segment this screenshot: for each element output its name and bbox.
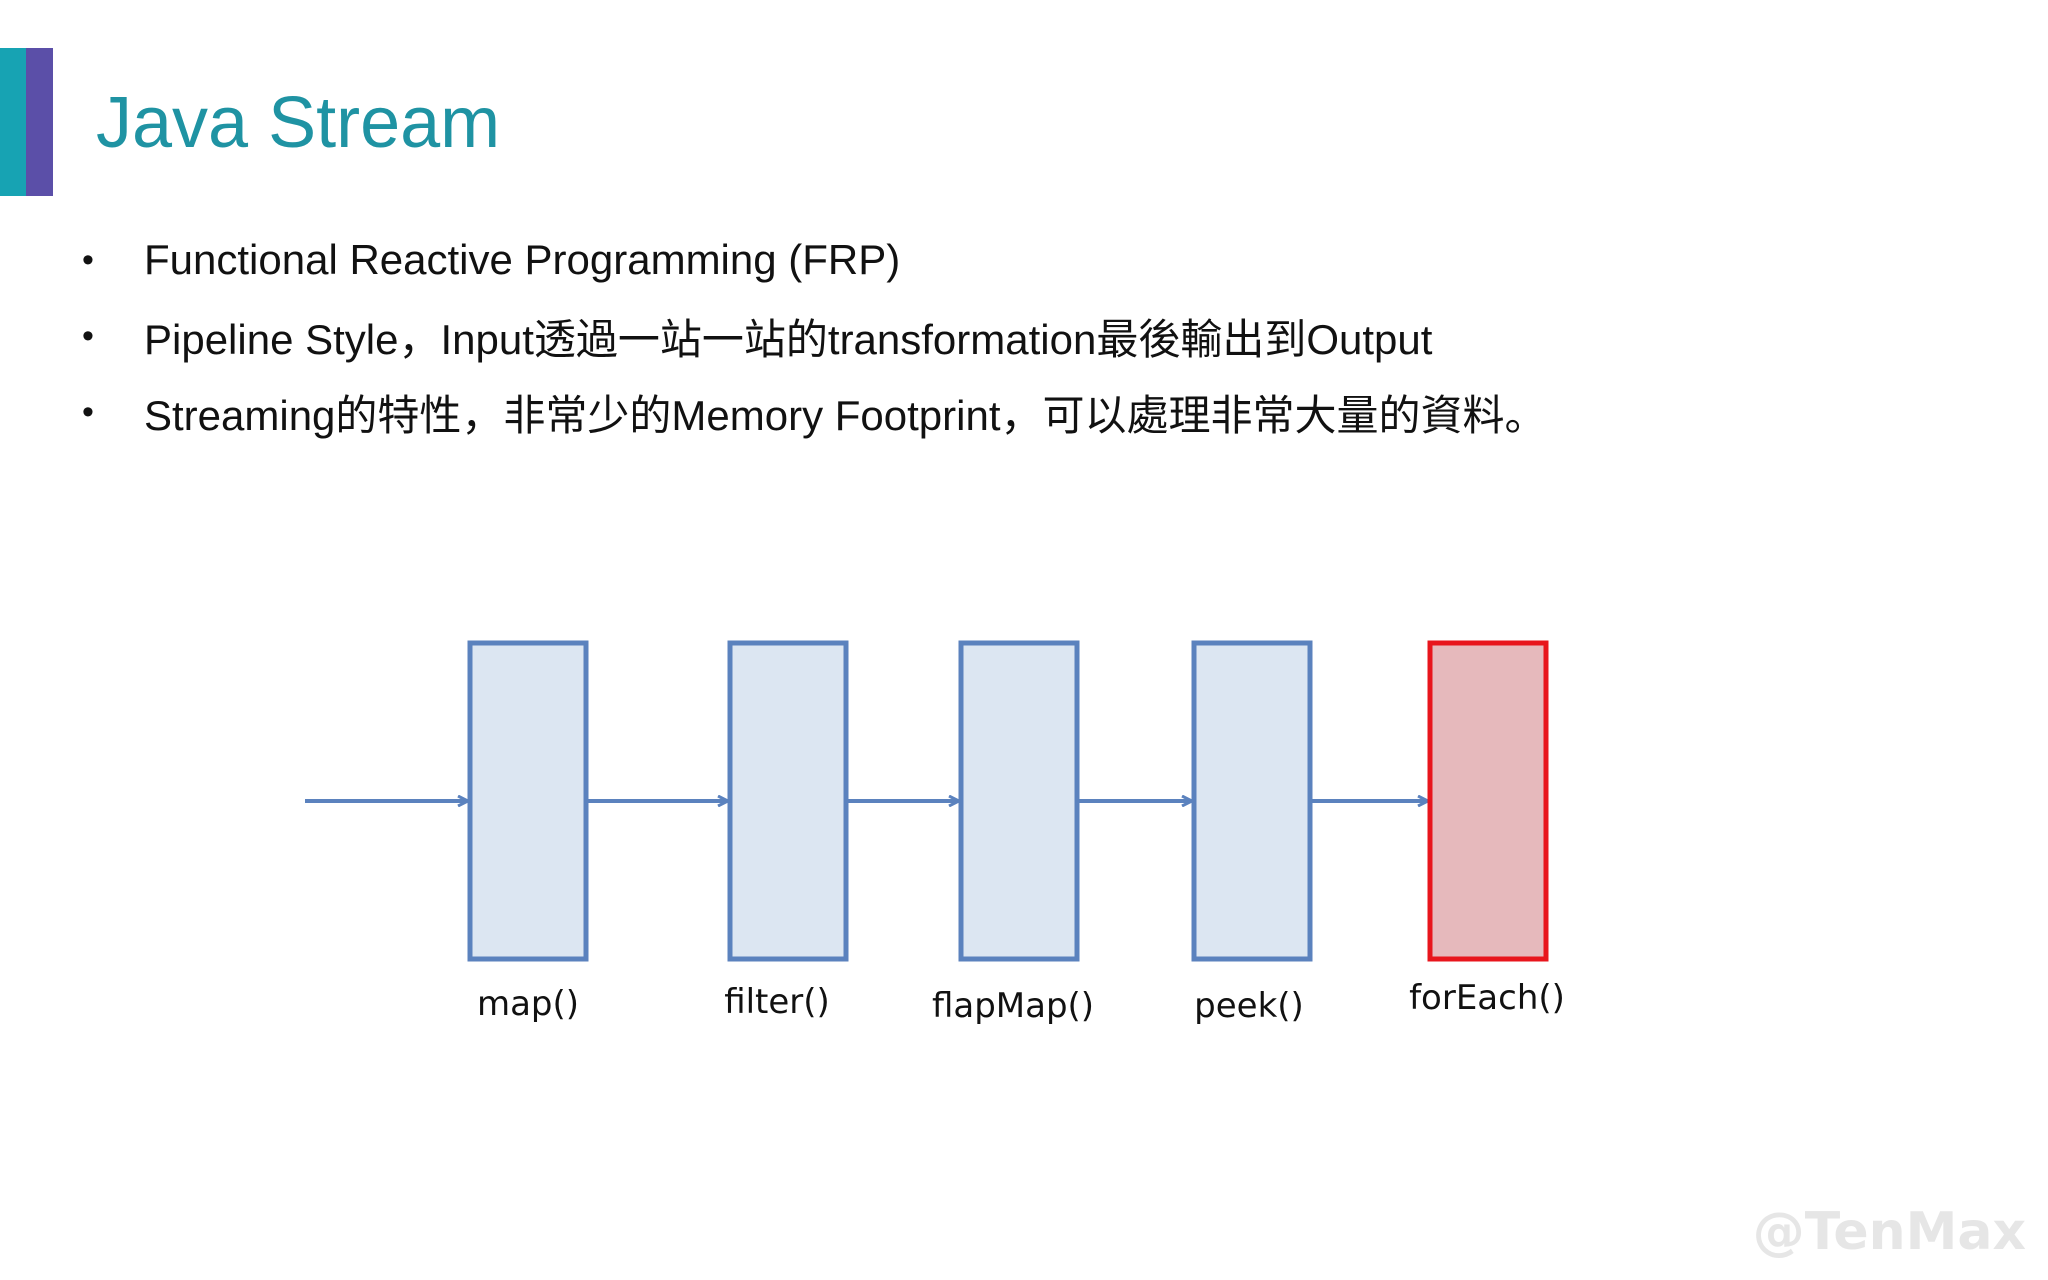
stage-label: filter() — [724, 982, 830, 1022]
bullet-dot-icon: • — [82, 316, 94, 355]
stage-box-peek — [1191, 640, 1313, 962]
stage-label: forEach() — [1409, 978, 1565, 1018]
bullet-dot-icon: • — [82, 392, 94, 431]
bullet-dot-icon: • — [82, 240, 94, 279]
bullet-item: • Streaming的特性，非常少的Memory Footprint，可以處理… — [82, 374, 1547, 450]
bullet-item: • Pipeline Style，Input透過一站一站的transformat… — [82, 298, 1547, 374]
stage-box-flapmap — [958, 640, 1080, 962]
bullet-text: Streaming的特性，非常少的Memory Footprint，可以處理非常… — [144, 391, 1547, 439]
bullet-item: • Functional Reactive Programming (FRP) — [82, 222, 1547, 298]
stage-label: flapMap() — [932, 986, 1094, 1026]
stage-box-map — [467, 640, 589, 962]
stage-box-foreach — [1427, 640, 1549, 962]
accent-bar-teal — [0, 48, 26, 196]
accent-bar-purple — [26, 48, 53, 196]
slide-title: Java Stream — [96, 83, 501, 163]
watermark-logo: @TenMax — [1752, 1202, 2026, 1262]
stage-label: peek() — [1194, 986, 1304, 1026]
bullet-text: Pipeline Style，Input透過一站一站的transformatio… — [144, 315, 1433, 363]
bullet-text: Functional Reactive Programming (FRP) — [144, 236, 901, 283]
bullet-list: • Functional Reactive Programming (FRP) … — [82, 222, 1547, 450]
stage-label: map() — [477, 984, 579, 1024]
stage-box-filter — [727, 640, 849, 962]
